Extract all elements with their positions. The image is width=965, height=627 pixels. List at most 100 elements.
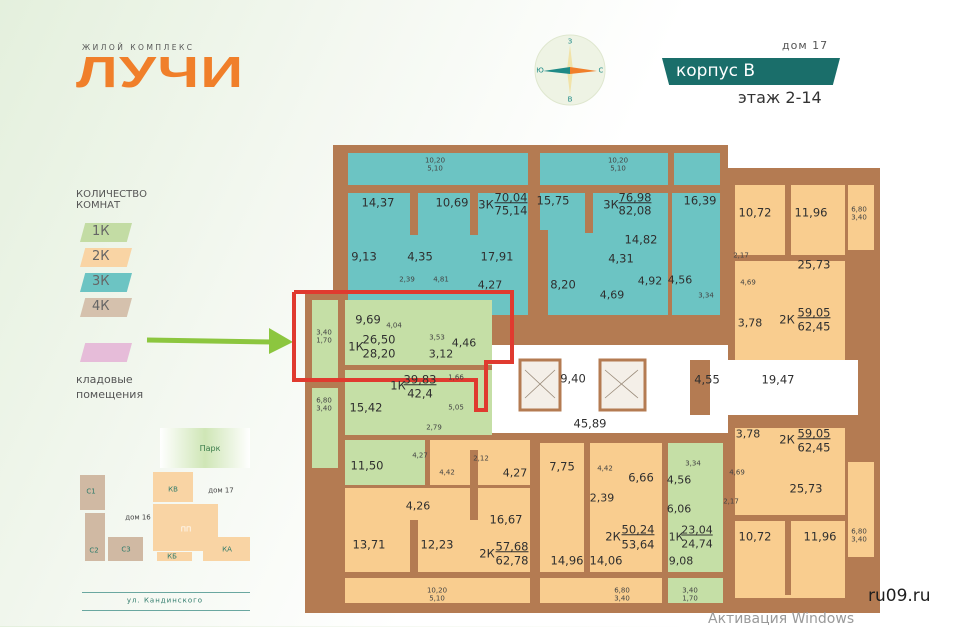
- balcony-area: 10,20: [607, 156, 629, 165]
- selected-apartment-outline: [292, 290, 514, 412]
- room-area: 14,96: [550, 553, 584, 568]
- room-area: 10,69: [435, 195, 469, 210]
- room-area: 13,71: [352, 537, 386, 552]
- apartment-type: 2К: [779, 432, 795, 447]
- balcony-area-reduced: 5,10: [427, 164, 443, 173]
- room-area: 16,67: [489, 512, 523, 527]
- room-area: 25,73: [789, 481, 823, 496]
- apartment-type: 2К: [479, 546, 495, 561]
- room-area: 4,27: [412, 451, 428, 460]
- apartment-total-area: 62,78: [495, 553, 529, 568]
- apartment-living-area: 59,05: [797, 305, 831, 320]
- balcony-area-reduced: 5,10: [429, 594, 445, 603]
- apartment-living-area: 26,50: [362, 332, 396, 347]
- balcony-area: 10,20: [426, 586, 448, 595]
- block-kb: КБ: [167, 552, 177, 561]
- site-watermark: ru09.ru: [868, 586, 931, 606]
- compass-north: С: [598, 66, 604, 75]
- room-area: 3,78: [735, 427, 761, 441]
- windows-activation-watermark: Активация Windows: [708, 611, 855, 627]
- compass-east: В: [567, 95, 573, 104]
- lobby-area: 4,55: [694, 372, 720, 387]
- legend-4k: 4К: [80, 298, 132, 317]
- house-number: дом 17: [782, 39, 829, 52]
- room-area: 7,75: [549, 459, 575, 474]
- room-area: 4,27: [477, 278, 503, 292]
- street-label: ул. Кандинского: [126, 596, 204, 605]
- room-area: 11,96: [794, 205, 828, 220]
- compass: З Ю С В: [533, 33, 607, 107]
- room-area: 4,69: [740, 278, 756, 287]
- apartment-type: 3К: [603, 197, 619, 212]
- pointer-arrow-icon: [146, 328, 293, 354]
- room-area: 17,91: [480, 249, 514, 264]
- house17-label: дом 17: [208, 486, 234, 495]
- room-area: 10,72: [738, 205, 772, 220]
- apartment-type: 2К: [605, 529, 621, 544]
- apartment-type: 3К: [478, 197, 494, 212]
- room-area: 12,23: [420, 537, 454, 552]
- site-plan: Парк С1 С2 С3 дом 16 КВ КБ КА ПП дом 17 …: [60, 420, 260, 620]
- balcony-area: 6,80: [851, 527, 867, 536]
- apartment-total-area: 28,20: [362, 346, 396, 361]
- apartment-living-area: 59,05: [797, 426, 831, 441]
- logo-subtitle: ЖИЛОЙ КОМПЛЕКС: [82, 43, 195, 52]
- legend-storage-swatch: [80, 343, 132, 362]
- room-area: 4,46: [451, 336, 477, 350]
- apartment-living-area: 70,04: [494, 190, 528, 205]
- room-area: 16,39: [683, 193, 717, 208]
- legend-1k: 1К: [80, 223, 132, 242]
- park-area: [160, 428, 250, 468]
- room-area: 4,69: [729, 468, 745, 477]
- corridor-area: 45,89: [573, 416, 607, 431]
- building-label: корпус В: [662, 58, 840, 85]
- room-area: 2,79: [426, 423, 442, 432]
- balcony-area-reduced: 1,70: [682, 594, 698, 603]
- hall-area: 9,40: [560, 371, 586, 386]
- stair-area: 19,47: [761, 372, 795, 387]
- apartment-total-area: 75,14: [494, 203, 528, 218]
- block-c2: С2: [89, 546, 99, 555]
- balcony-area-reduced: 1,70: [316, 336, 332, 345]
- room-area: 4,31: [608, 251, 634, 266]
- balcony-area-reduced: 3,40: [851, 535, 867, 544]
- apartment-living-area: 57,68: [495, 539, 529, 554]
- room-area: 5,05: [448, 403, 464, 412]
- balcony-area-reduced: 3,40: [316, 404, 332, 413]
- room-area: 4,26: [405, 499, 431, 513]
- room-area: 4,42: [439, 468, 455, 477]
- apartment-living-area: 39,83: [403, 372, 437, 387]
- apartment-living-area: 23,04: [681, 523, 713, 537]
- room-area: 11,96: [803, 529, 837, 544]
- balcony-area-reduced: 3,40: [614, 594, 630, 603]
- room-area: 4,56: [667, 273, 693, 287]
- balcony-area: 3,40: [316, 328, 332, 337]
- apartment-type: 1К: [390, 378, 406, 393]
- room-area: 2,39: [589, 491, 615, 505]
- room-area: 6,06: [666, 502, 692, 516]
- balcony-area: 6,80: [851, 205, 867, 214]
- room-area: 25,73: [797, 257, 831, 272]
- apartment-total-area: 62,45: [797, 440, 831, 455]
- room-area: 2,17: [723, 497, 739, 506]
- legend-2k: 2К: [80, 248, 132, 267]
- apartment-living-area: 50,24: [621, 522, 655, 537]
- legend-3k: 3К: [80, 273, 132, 292]
- floor-range: этаж 2-14: [738, 88, 822, 107]
- apartment-total-area: 82,08: [618, 203, 652, 218]
- room-area: 8,20: [550, 277, 576, 292]
- block-c1: С1: [86, 487, 96, 496]
- room-area: 14,82: [624, 232, 658, 247]
- room-area: 4,27: [502, 466, 528, 480]
- room-area: 4,35: [407, 249, 433, 264]
- room-area: 2,12: [473, 454, 489, 463]
- room-area: 3,78: [737, 316, 763, 330]
- apartment-total-area: 62,45: [797, 319, 831, 334]
- block-c3: С3: [121, 545, 131, 554]
- apartment-total-area: 53,64: [621, 537, 655, 552]
- room-area: 15,42: [349, 400, 383, 415]
- room-area: 14,06: [589, 553, 623, 568]
- room-area: 3,53: [429, 333, 445, 342]
- room-area: 4,56: [666, 473, 692, 487]
